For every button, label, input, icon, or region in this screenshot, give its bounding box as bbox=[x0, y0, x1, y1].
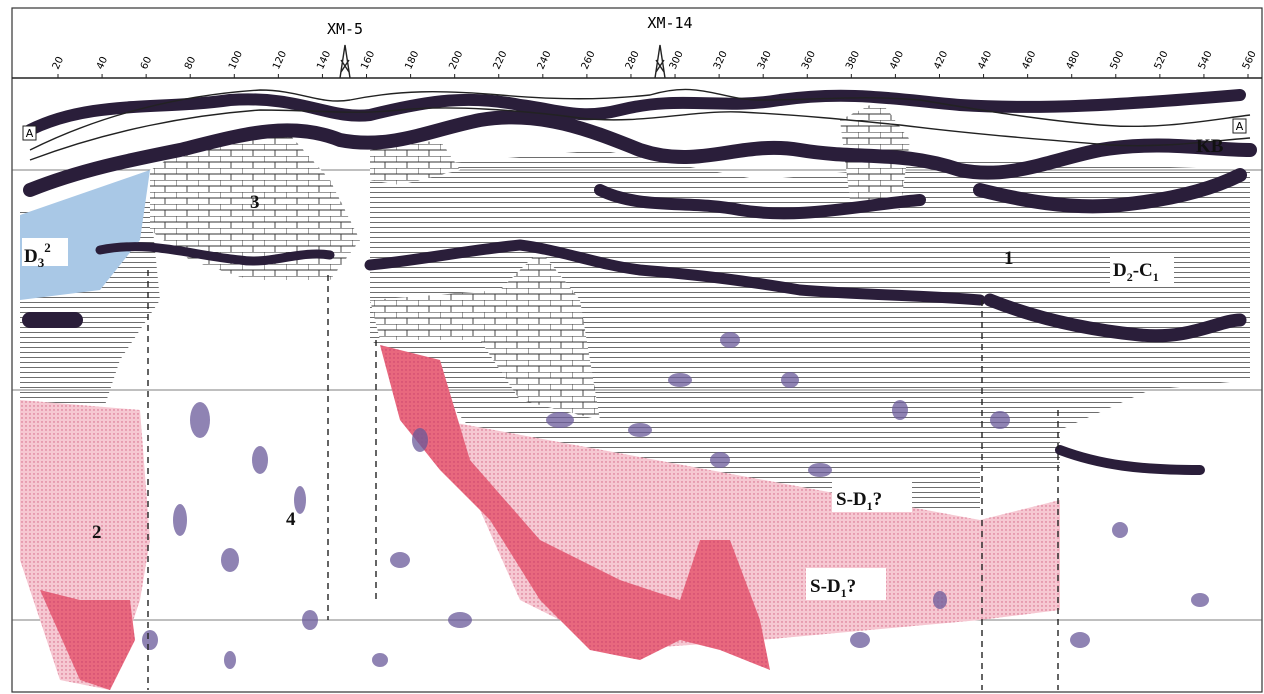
svg-text:A: A bbox=[1236, 120, 1244, 133]
unit-label-d2-c1: D2-C1 bbox=[1110, 255, 1174, 284]
surface-lines bbox=[12, 77, 1262, 161]
limestone-brick-area bbox=[150, 100, 910, 420]
scale-tick-label: 40 bbox=[95, 55, 110, 71]
zone-number-1: 1 bbox=[1004, 248, 1014, 269]
unit-label-s-d1-upper: S-D1? bbox=[832, 482, 912, 513]
unit-label-s-d1-lower: S-D1? bbox=[806, 568, 886, 600]
zone-number-4: 4 bbox=[286, 509, 296, 530]
seismic-noise bbox=[142, 332, 1209, 669]
well-derrick-icon bbox=[339, 44, 351, 79]
profile-marker-right: A bbox=[1232, 118, 1247, 134]
silurian-devonian-fill bbox=[20, 345, 1060, 690]
well-label: XM-14 bbox=[647, 14, 692, 32]
svg-text:D32: D32 bbox=[24, 240, 51, 270]
well-label: XM-5 bbox=[327, 20, 363, 38]
well-xm14: XM-14 bbox=[647, 14, 693, 79]
d3-unit-fill bbox=[20, 170, 150, 300]
zone-number-3: 3 bbox=[250, 192, 260, 213]
svg-text:A: A bbox=[26, 127, 34, 140]
zone-number-2: 2 bbox=[92, 522, 102, 543]
fault-lines bbox=[147, 270, 1059, 690]
svg-text:S-D1?: S-D1? bbox=[810, 576, 856, 600]
svg-text:D2-C1: D2-C1 bbox=[1113, 260, 1159, 284]
well-xm5: XM-5 bbox=[327, 20, 363, 79]
svg-text:S-D1?: S-D1? bbox=[836, 489, 882, 513]
unit-label-d3: D32 bbox=[22, 238, 68, 270]
scale-tick-label: 80 bbox=[183, 55, 198, 71]
unit-label-kb: KB bbox=[1196, 136, 1224, 157]
scale-tick-label: 60 bbox=[139, 55, 154, 71]
scale-tick-label: 20 bbox=[51, 55, 66, 71]
seismic-reflectors bbox=[22, 89, 1257, 475]
profile-marker-left: A bbox=[22, 125, 37, 141]
well-derrick-icon bbox=[654, 44, 666, 79]
